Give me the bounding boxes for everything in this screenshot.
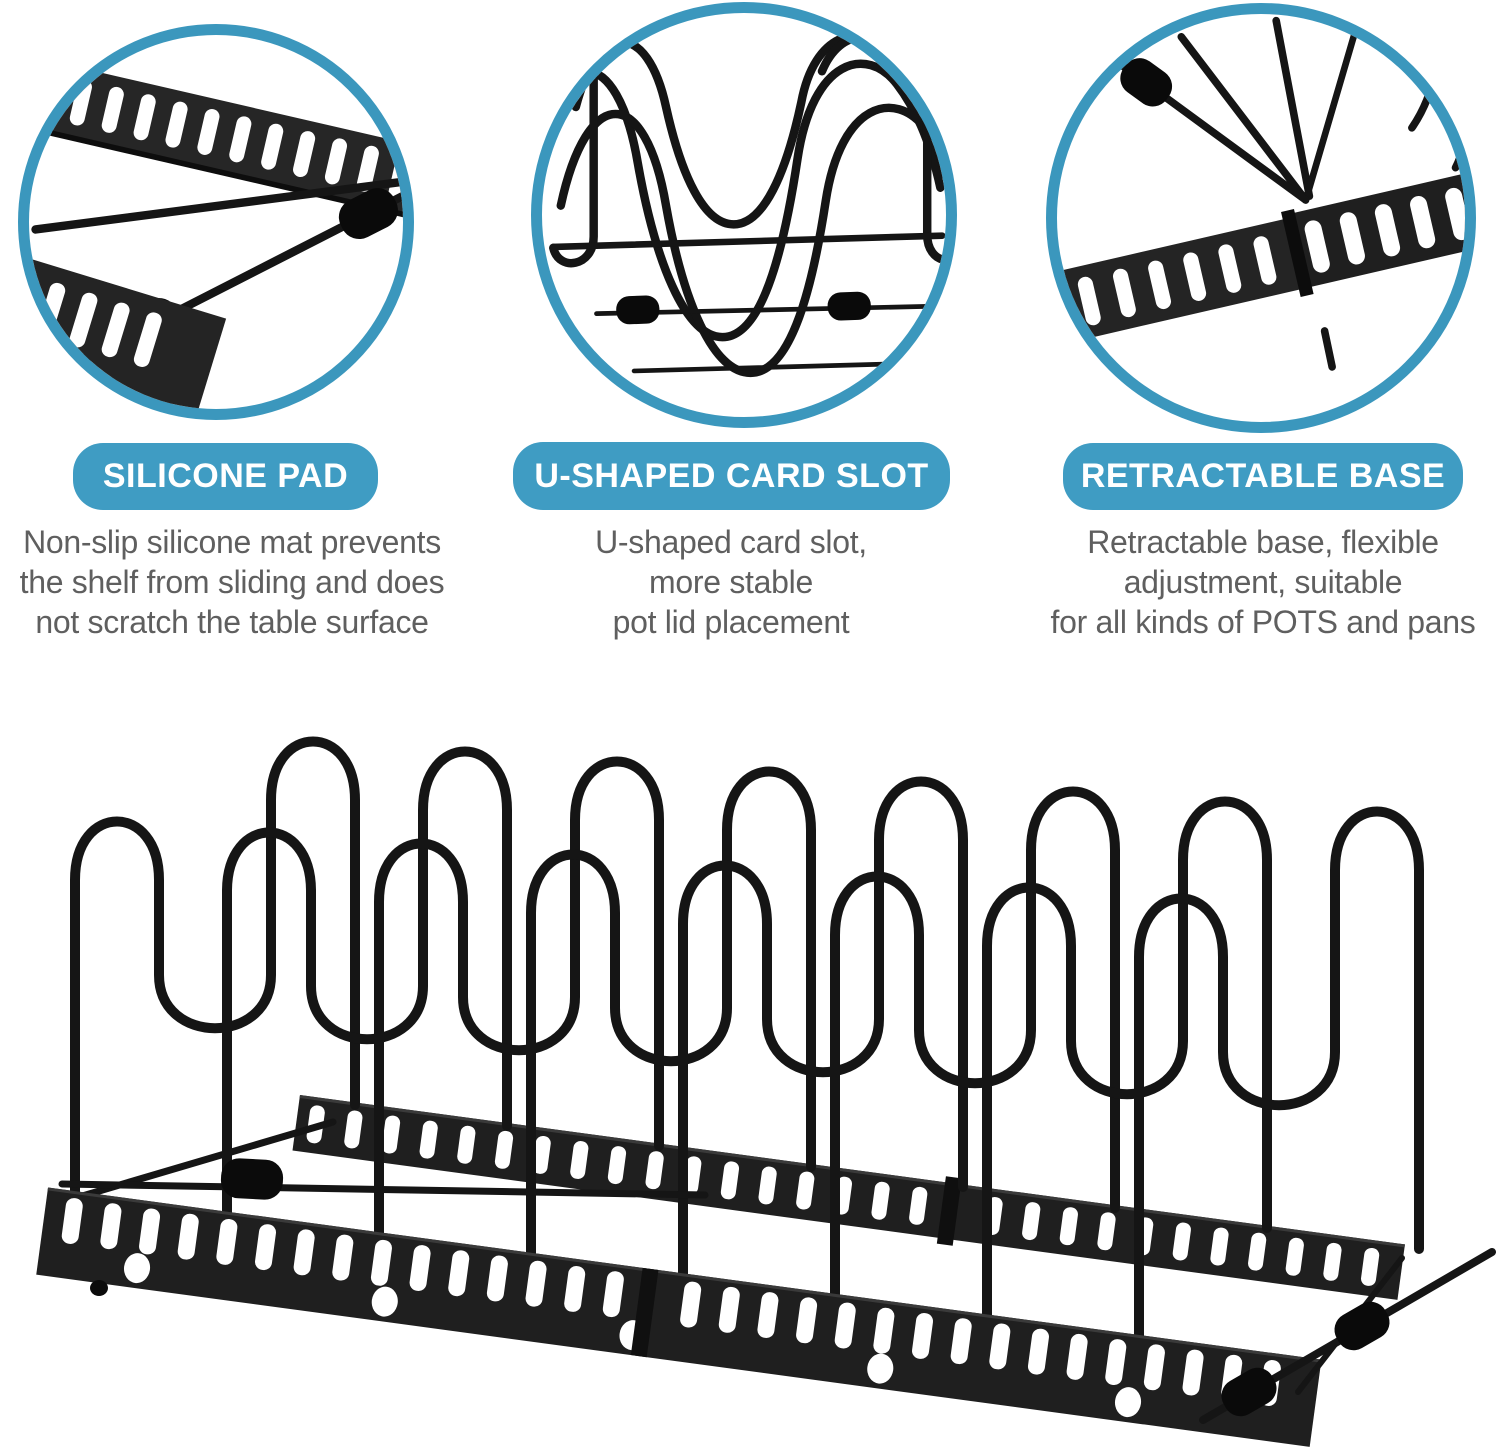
desc-silicone-pad: Non-slip silicone mat prevents the shelf… — [0, 522, 464, 642]
desc-line: Retractable base, flexible — [1087, 524, 1439, 560]
desc-u-shaped-card-slot: U-shaped card slot, more stable pot lid … — [501, 522, 961, 642]
silicone-pad-closeup-photo — [18, 24, 414, 420]
badge-silicone-pad: SILICONE PAD — [73, 443, 378, 510]
retractable-base-closeup-photo — [1046, 3, 1476, 433]
pot-rack-product-photo — [36, 736, 1496, 1447]
desc-line: U-shaped card slot, — [595, 524, 867, 560]
desc-line: pot lid placement — [612, 604, 850, 640]
desc-line: more stable — [649, 564, 813, 600]
desc-line: for all kinds of POTS and pans — [1050, 604, 1476, 640]
retractable-base-illustration — [1062, 14, 1465, 371]
silicone-pad-illustration — [29, 49, 403, 409]
desc-retractable-base: Retractable base, flexible adjustment, s… — [1033, 522, 1493, 642]
u-shaped-card-slot-closeup-photo — [531, 2, 957, 428]
desc-line: not scratch the table surface — [35, 604, 429, 640]
badge-retractable-base: RETRACTABLE BASE — [1063, 443, 1463, 510]
desc-line: Non-slip silicone mat prevents — [23, 524, 441, 560]
desc-line: the shelf from sliding and does — [19, 564, 445, 600]
badge-u-shaped-card-slot: U-SHAPED CARD SLOT — [513, 442, 950, 510]
desc-line: adjustment, suitable — [1123, 564, 1403, 600]
u-shaped-card-slot-illustration — [542, 13, 946, 378]
